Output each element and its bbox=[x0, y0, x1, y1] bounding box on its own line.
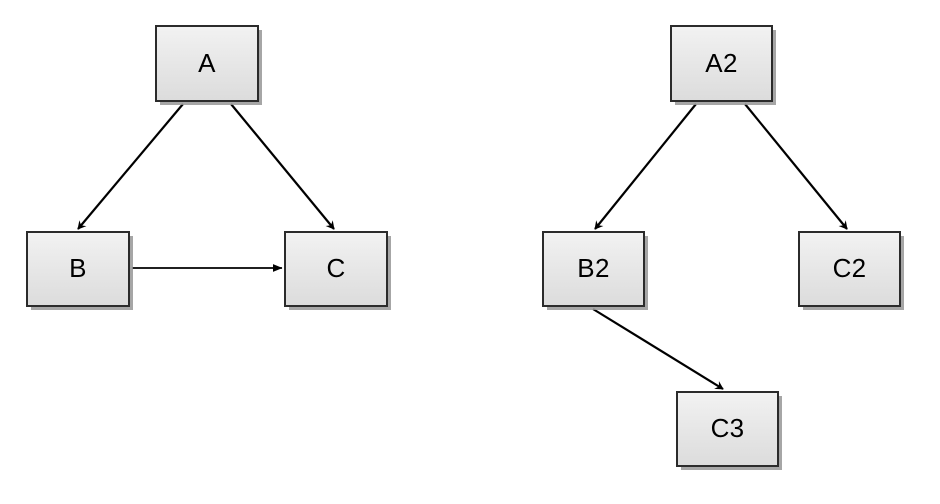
node-label-c2: C2 bbox=[832, 253, 867, 283]
node-c2[interactable]: C2 bbox=[798, 231, 901, 307]
edge-a2-to-b2[interactable] bbox=[594, 103, 697, 230]
node-b2[interactable]: B2 bbox=[542, 231, 645, 307]
node-label-c: C bbox=[326, 253, 346, 283]
node-a2[interactable]: A2 bbox=[670, 25, 773, 102]
edge-group bbox=[77, 103, 848, 390]
edge-b2-to-c3[interactable] bbox=[592, 308, 724, 390]
node-c[interactable]: C bbox=[284, 231, 388, 307]
node-label-c3: C3 bbox=[710, 413, 745, 443]
node-label-b: B bbox=[69, 253, 87, 283]
edge-a-to-b[interactable] bbox=[77, 103, 184, 230]
node-label-a: A bbox=[198, 47, 216, 78]
node-a[interactable]: A bbox=[155, 25, 259, 102]
edge-a2-to-c2[interactable] bbox=[744, 103, 848, 230]
node-label-b2: B2 bbox=[577, 253, 610, 283]
edge-a-to-c[interactable] bbox=[230, 103, 335, 230]
node-b[interactable]: B bbox=[26, 231, 130, 307]
node-label-a2: A2 bbox=[705, 47, 738, 78]
node-c3[interactable]: C3 bbox=[676, 391, 779, 467]
